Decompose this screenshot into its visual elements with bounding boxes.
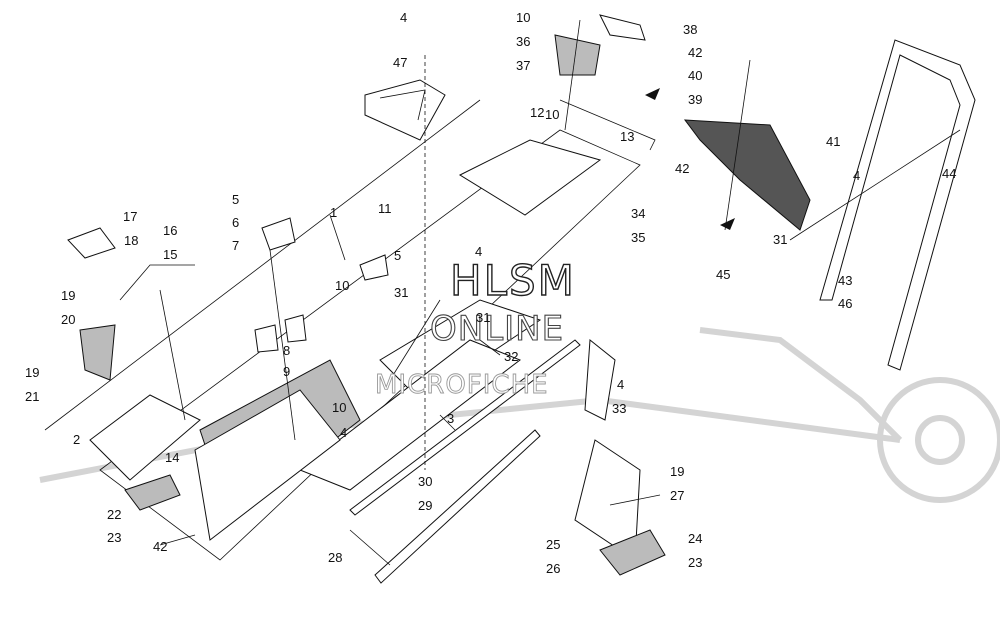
arrow-icon — [645, 88, 660, 100]
small-brackets — [254, 217, 389, 353]
watermark-line2: ONLINE — [430, 309, 564, 349]
tunnel-assembly — [44, 99, 656, 561]
callout-label: 38 — [683, 22, 697, 37]
callout-label: 1 — [330, 205, 337, 220]
callout-label: 44 — [942, 166, 956, 181]
footrest-parts — [124, 339, 666, 576]
callout-label: 31 — [476, 310, 490, 325]
callout-label: 36 — [516, 34, 530, 49]
callout-label: 37 — [516, 58, 530, 73]
callout-label: 4 — [475, 244, 482, 259]
watermark-line1: HLSM — [450, 256, 576, 305]
callout-label: 4 — [853, 168, 860, 183]
callout-label: 42 — [688, 45, 702, 60]
callout-label: 14 — [165, 450, 179, 465]
callout-label: 3 — [447, 411, 454, 426]
callout-labels: 1 2 3 4 4 4 4 4 5 5 6 7 8 9 10 10 10 10 … — [25, 10, 956, 576]
callout-label: 19 — [670, 464, 684, 479]
callout-label: 7 — [232, 238, 239, 253]
callout-label: 11 — [378, 201, 392, 216]
watermark-line3: MICROFICHE — [375, 370, 549, 400]
callout-label: 10 — [332, 400, 346, 415]
callout-label: 32 — [504, 349, 518, 364]
callout-label: 46 — [838, 296, 852, 311]
callout-label: 10 — [516, 10, 530, 25]
seat-cushion — [364, 79, 446, 141]
direction-arrows — [645, 88, 735, 230]
callout-label: 42 — [153, 539, 167, 554]
callout-label: 19 — [25, 365, 39, 380]
callout-label: 22 — [107, 507, 121, 522]
motorcycle-logo-watermark — [39, 327, 1000, 503]
arrow-icon — [720, 218, 735, 230]
callout-label: 12 — [530, 105, 544, 120]
callout-label: 23 — [688, 555, 702, 570]
callout-label: 5 — [394, 248, 401, 263]
callout-label: 27 — [670, 488, 684, 503]
callout-label: 25 — [546, 537, 560, 552]
callout-label: 2 — [73, 432, 80, 447]
callout-label: 39 — [688, 92, 702, 107]
callout-label: 31 — [773, 232, 787, 247]
callout-label: 18 — [124, 233, 138, 248]
callout-label: 4 — [617, 377, 624, 392]
callout-label: 4 — [400, 10, 407, 25]
callout-label: 33 — [612, 401, 626, 416]
callout-label: 21 — [25, 389, 39, 404]
callout-label: 10 — [545, 107, 559, 122]
callout-label: 29 — [418, 498, 432, 513]
upper-bracket — [554, 14, 646, 76]
callout-label: 24 — [688, 531, 702, 546]
snow-flap — [683, 119, 811, 231]
callout-label: 5 — [232, 192, 239, 207]
callout-label: 31 — [394, 285, 408, 300]
callout-label: 20 — [61, 312, 75, 327]
leader-lines — [159, 19, 751, 566]
callout-label: 42 — [675, 161, 689, 176]
callout-label: 17 — [123, 209, 137, 224]
callout-label: 26 — [546, 561, 560, 576]
callout-label: 30 — [418, 474, 432, 489]
callout-label: 9 — [283, 364, 290, 379]
callout-label: 45 — [716, 267, 730, 282]
callout-label: 10 — [335, 278, 349, 293]
callout-label: 35 — [631, 230, 645, 245]
callout-label: 16 — [163, 223, 177, 238]
callout-label: 8 — [283, 343, 290, 358]
callout-label: 19 — [61, 288, 75, 303]
callout-label: 43 — [838, 273, 852, 288]
callout-label: 40 — [688, 68, 702, 83]
hlsm-watermark: HLSM ONLINE MICROFICHE — [375, 255, 576, 400]
callout-label: 15 — [163, 247, 177, 262]
callout-label: 23 — [107, 530, 121, 545]
callout-label: 28 — [328, 550, 342, 565]
callout-label: 13 — [620, 129, 634, 144]
callout-label: 41 — [826, 134, 840, 149]
left-bracket — [67, 227, 195, 381]
callout-label: 4 — [340, 425, 347, 440]
callout-label: 6 — [232, 215, 239, 230]
rail-tube — [349, 339, 581, 584]
callout-label: 34 — [631, 206, 645, 221]
callout-label: 47 — [393, 55, 407, 70]
grab-bar-frame — [789, 39, 976, 371]
